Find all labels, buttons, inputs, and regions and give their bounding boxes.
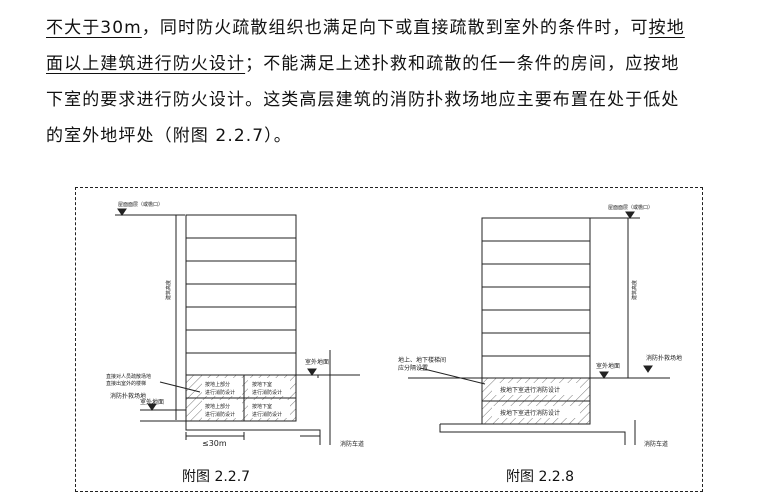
stair-note-1: 地上、地下楼梯间 <box>398 356 446 364</box>
room-label: 进行消防设计 <box>205 389 235 396</box>
side-note-1: 直接对人员疏散场地 <box>106 373 151 380</box>
body-paragraph: 不大于30m，同时防火疏散组织也满足向下或直接疏散到室外的条件时，可按地 面以上… <box>46 10 746 154</box>
paragraph-line-2: 面以上建筑进行防火设计；不能满足上述扑救和疏散的任一条件的房间，应按地 <box>46 46 746 82</box>
basement-label: 按地下室进行消防设计 <box>500 386 560 394</box>
fire-road-label: 消防车道 <box>644 440 668 448</box>
underlined-text: 面以上建筑进行防火设计 <box>46 54 246 74</box>
outdoor-ground-label: 室外地面 <box>596 362 620 370</box>
room-label: 按地下室 <box>252 403 272 410</box>
roof-label: 屋面面层（或檐口） <box>608 204 653 211</box>
paragraph-line-3: 下室的要求进行防火设计。这类高层建筑的消防扑救场地应主要布置在处于低处 <box>46 90 680 110</box>
outdoor-ground-label: 室外地面 <box>305 358 329 366</box>
height-label: 建筑高度 <box>631 280 638 300</box>
figure-1-caption: 附图 2.2.7 <box>182 469 251 485</box>
figure-frame <box>75 187 703 492</box>
figure-2-2-7-labels: 屋面面层（或檐口） 建筑高度 室外地面 消防扑救场地 室外地面 直接对人员疏散场… <box>106 201 364 448</box>
room-label: 进行消防设计 <box>252 389 282 396</box>
underlined-text: 按地 <box>648 18 685 38</box>
stair-note-2: 应分隔设置 <box>398 364 428 372</box>
figure-2-2-8-labels: 屋面面层（或檐口） 建筑高度 地上、地下楼梯间 应分隔设置 室外地面 消防扑救场… <box>398 204 682 448</box>
height-label: 建筑高度 <box>165 280 172 300</box>
figure-2-caption: 附图 2.2.8 <box>506 469 575 485</box>
dim-label: ≤30m <box>202 439 227 448</box>
basement-label: 按地下室进行消防设计 <box>500 409 560 417</box>
underlined-text: 不大于30m <box>46 18 142 38</box>
outdoor-ground-low-label: 室外地面 <box>140 398 164 406</box>
figure-2-2-8 <box>408 211 670 445</box>
figure-2-2-7 <box>115 208 360 445</box>
fire-site-label: 消防扑救场地 <box>646 354 682 362</box>
room-label: 按地上部分 <box>205 381 230 388</box>
fire-site-label: 消防扑救场地 <box>110 392 146 400</box>
room-label: 按地下室 <box>252 381 272 388</box>
paragraph-line-1: 不大于30m，同时防火疏散组织也满足向下或直接疏散到室外的条件时，可按地 <box>46 10 746 46</box>
fire-road-label: 消防车道 <box>340 440 364 448</box>
paragraph-text: ，同时防火疏散组织也满足向下或直接疏散到室外的条件时，可 <box>141 18 649 38</box>
room-label: 进行消防设计 <box>252 411 282 418</box>
paragraph-text: ；不能满足上述扑救和疏散的任一条件的房间，应按地 <box>245 54 680 74</box>
roof-label: 屋面面层（或檐口） <box>118 201 163 208</box>
room-label: 按地上部分 <box>205 403 230 410</box>
paragraph-line-4: 的室外地坪处（附图 2.2.7）。 <box>46 126 292 146</box>
side-note-2: 直接出室外的楼梯 <box>106 380 146 387</box>
room-label: 进行消防设计 <box>205 411 235 418</box>
